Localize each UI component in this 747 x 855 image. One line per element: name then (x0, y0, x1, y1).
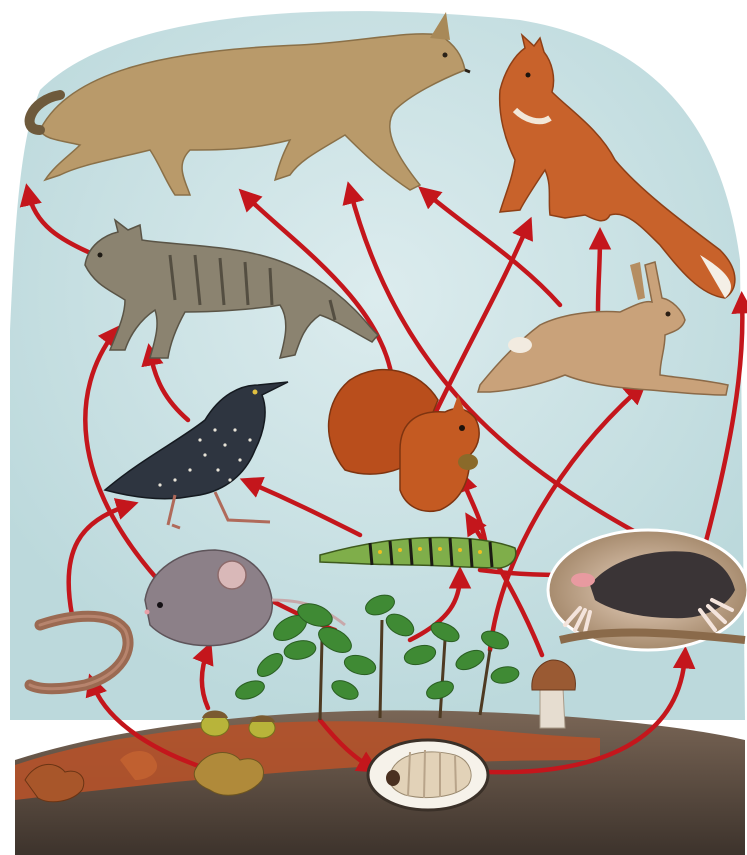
grub (368, 740, 488, 810)
arrow-hare-to-fox (598, 236, 600, 310)
mole (548, 530, 747, 650)
